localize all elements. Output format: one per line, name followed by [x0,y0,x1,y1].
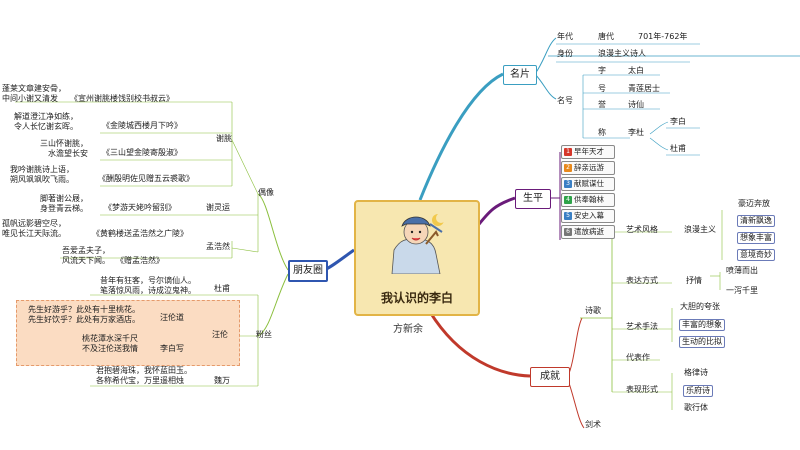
number-badge: 2 [564,164,572,172]
poem-lines: 昔年有狂客，号尔谪仙人。 笔落惊风雨，诗成泣鬼神。 [100,276,196,295]
life-item-text: 安史入幕 [574,211,604,220]
life-item[interactable]: 3 献赋谋仕 [561,177,615,191]
branch-chengjiu[interactable]: 成就 [530,367,570,387]
life-item[interactable]: 2 辞亲远游 [561,161,615,175]
poem-lines: 脚著谢公屐， 身登青云梯。 [40,194,88,213]
wanglundao-name: 汪伦道 [160,313,184,322]
yu-value: 诗仙 [628,100,644,109]
branch-shengping[interactable]: 生平 [515,189,551,209]
niandai-value: 唐代 [598,32,614,41]
poem-lines: 三山怀谢朓， 水澹望长安 [40,139,88,158]
style-item: 清新飘逸 [737,215,775,227]
shenfen-value: 浪漫主义诗人 [598,49,646,58]
dufu-name: 杜甫 [214,284,230,293]
xielingyun-name: 谢灵运 [206,203,230,212]
biaoda-item: 一泻千里 [726,286,758,295]
style-item: 意境奇妙 [737,249,775,261]
biaoda-item: 喷薄而出 [726,266,758,275]
ouxiang-label: 偶像 [258,188,274,197]
yishu-fengge-label: 艺术风格 [626,225,658,234]
branch-pengyouquan[interactable]: 朋友圈 [288,260,328,282]
shenfen-key: 身份 [557,49,573,58]
poem-title: 《宣州谢朓楼饯别校书叔云》 [70,94,174,103]
biaoxian-item: 乐府诗 [683,385,713,397]
style-item: 想象丰富 [737,232,775,244]
yu-key: 誉 [598,100,606,109]
branch-mingpian[interactable]: 名片 [503,65,537,85]
daibiaozuo-label: 代表作 [626,353,650,362]
poem-lines: 我吟谢朓诗上语， 朔风飒飒吹飞雨。 [10,165,74,184]
jianshu-label: 剑术 [585,420,601,429]
menghaoran-name: 孟浩然 [206,242,230,251]
number-badge: 3 [564,180,572,188]
shoufa-item: 大胆的夸张 [680,302,720,311]
wanglun-name: 汪伦 [212,330,228,339]
cheng-item-dufu: 杜甫 [670,144,686,153]
poem-lines: 解道澄江净如练， 令人长忆谢玄晖。 [14,112,78,131]
life-item[interactable]: 4 供奉翰林 [561,193,615,207]
shuqing-label: 抒情 [686,276,702,285]
poem-title: 《金陵城西楼月下吟》 [102,121,182,130]
life-item-text: 早年天才 [574,147,604,156]
xietiao-name: 谢朓 [216,134,232,143]
life-item-text: 献赋谋仕 [574,179,604,188]
hao-key: 号 [598,84,606,93]
number-badge: 5 [564,212,572,220]
life-item[interactable]: 6 遣放病逝 [561,225,615,239]
poem-lines: 桃花潭水深千尺 不及汪伦送我情 [82,334,138,353]
niandai-key: 年代 [557,32,573,41]
poem-title: 《三山望金陵寄殷淑》 [102,148,182,157]
cheng-key: 称 [598,128,606,137]
shoufa-item: 生动的比拟 [679,336,725,348]
poem-title: 《赠孟浩然》 [116,256,164,265]
zi-key: 字 [598,66,606,75]
cheng-item-libai: 李白 [670,117,686,126]
poem-lines: 吾爱孟夫子， 风流天下闻。 [62,246,110,265]
fensi-label: 粉丝 [256,330,272,339]
number-badge: 4 [564,196,572,204]
poem-title: 《黄鹤楼送孟浩然之广陵》 [92,229,188,238]
poem-lines: 蓬莱文章建安骨， 中间小谢又清发 [2,84,66,103]
shige-label: 诗歌 [585,306,601,315]
author-name: 方新余 [393,324,423,335]
shoufa-item: 丰富的想象 [679,319,725,331]
center-title: 我认识的李白 [380,291,453,305]
poem-lines: 先生好游乎？此处有十里桃花。 先生好饮乎？此处有万家酒店。 [28,305,140,324]
li-bai-cartoon-icon [391,213,446,274]
shoufa-label: 艺术手法 [626,322,658,331]
number-badge: 6 [564,228,572,236]
poem-title: 《酬殷明佐见赠五云裘歌》 [98,174,194,183]
poem-lines: 君抱碧海珠，我怀蓝田玉。 各称希代宝，万里遥相烛 [96,366,192,385]
niandai-years: 701年-762年 [638,32,688,41]
zi-value: 太白 [628,66,644,75]
life-item-text: 辞亲远游 [574,163,604,172]
biaoda-label: 表达方式 [626,276,658,285]
langman-label: 浪漫主义 [684,225,716,234]
number-badge: 1 [564,148,572,156]
life-item[interactable]: 1 早年天才 [561,145,615,159]
poem-lines: 孤帆远影碧空尽， 唯见长江天际流。 [2,219,66,238]
poem-title: 《梦游天姥吟留别》 [104,203,176,212]
cheng-value: 李杜 [628,128,644,137]
hao-value: 青莲居士 [628,84,660,93]
biaoxian-item: 格律诗 [684,368,708,377]
libaixie-name: 李白写 [160,344,184,353]
life-item-text: 遣放病逝 [574,227,604,236]
biaoxian-label: 表现形式 [626,385,658,394]
life-item-text: 供奉翰林 [574,195,604,204]
wanglun-highlight-box [16,300,240,366]
biaoxian-item: 歌行体 [684,403,708,412]
minghao-key: 名号 [557,96,573,105]
life-item[interactable]: 5 安史入幕 [561,209,615,223]
style-item: 豪迈奔放 [738,199,770,208]
central-topic[interactable]: 我认识的李白 [354,200,480,316]
weiwan-name: 魏万 [214,376,230,385]
